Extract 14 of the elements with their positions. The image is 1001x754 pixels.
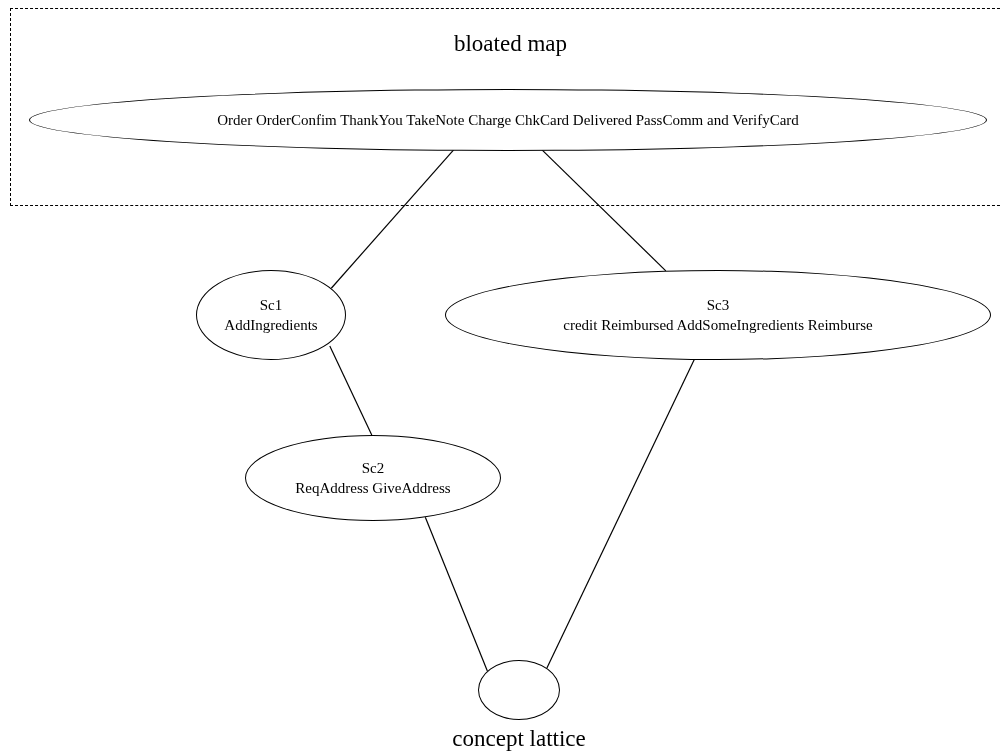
connector-line [546,359,695,669]
connector-line [541,149,667,272]
concept-name: Sc1 [259,295,283,315]
concept-attributes: AddIngredients [224,316,318,335]
concept-name: Sc2 [361,458,385,478]
concept-attributes: ReqAddress GiveAddress [295,479,451,498]
node-label: concept lattice [452,726,586,752]
concept-attributes: credit Reimbursed AddSomeIngredients Reimburse [563,316,873,335]
connector-line [330,149,455,289]
concept-attributes: Order OrderConfim ThankYou TakeNote Charge ChkCard Delivered PassComm and VerifyCard [217,110,799,130]
dashed-group-box [10,8,1001,206]
connector-line [329,345,373,436]
concept-name: Sc3 [706,295,730,315]
group-title: bloated map [453,31,567,57]
